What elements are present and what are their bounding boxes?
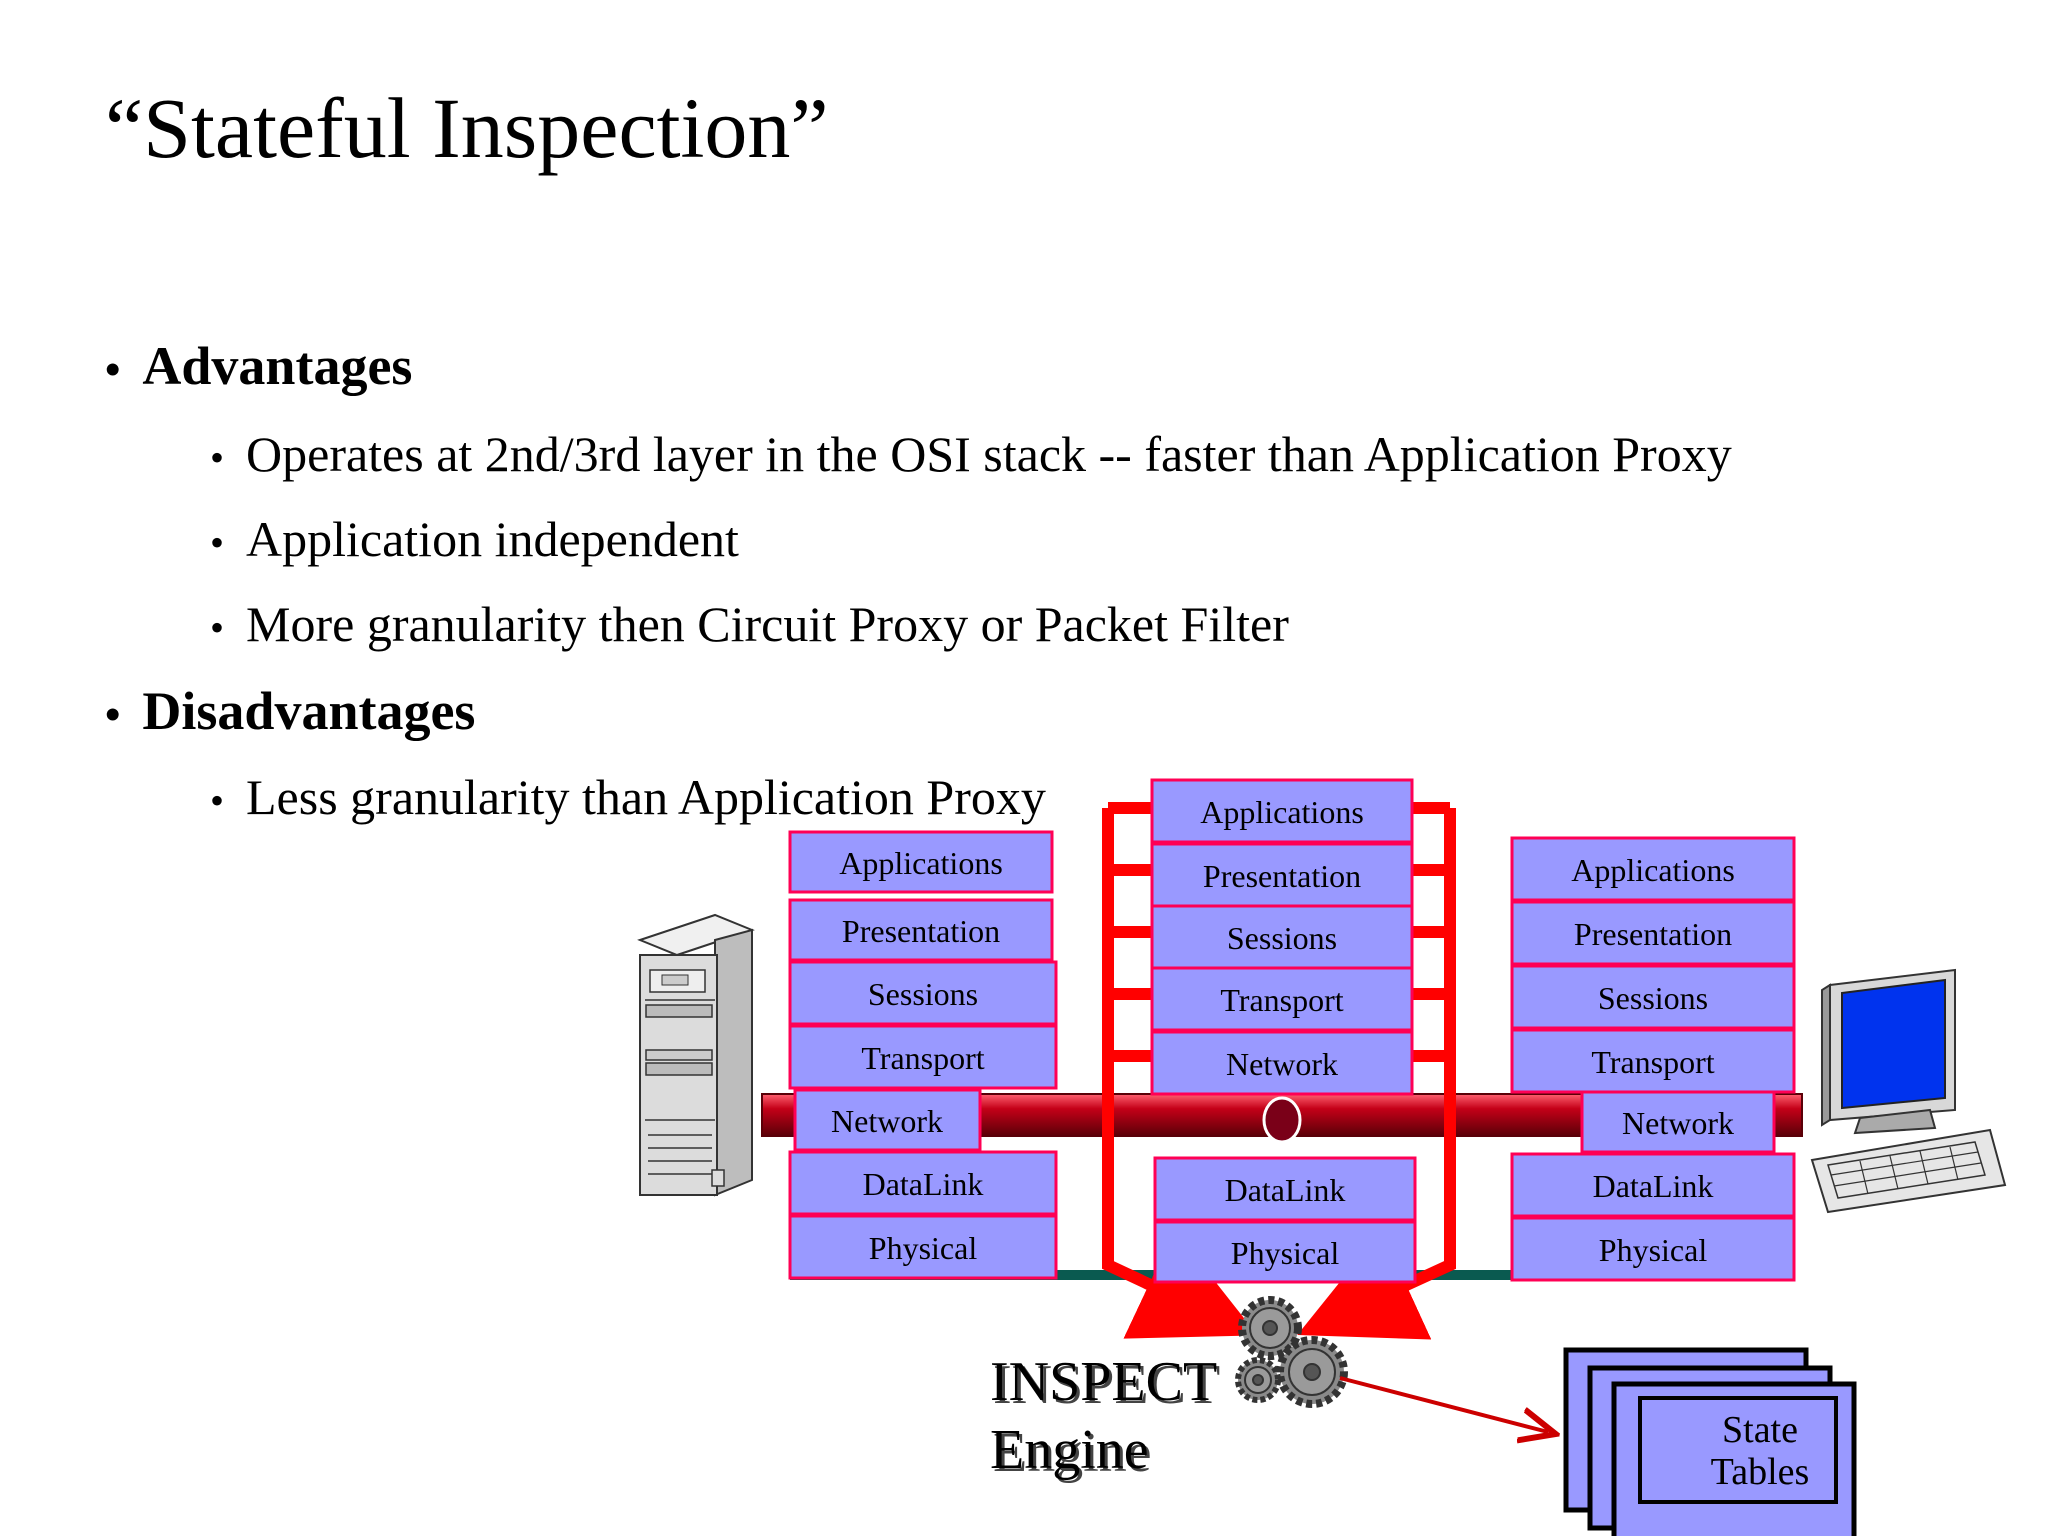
layer-label: DataLink xyxy=(1225,1172,1346,1208)
layer-box xyxy=(788,960,1058,1026)
sub-bullet: • More granularity then Circuit Proxy or… xyxy=(210,595,1289,653)
layer-label: Network xyxy=(831,1103,943,1139)
bullet-dot: • xyxy=(210,435,225,480)
layer-label: Applications xyxy=(1200,794,1364,830)
layer-label: Sessions xyxy=(1598,980,1708,1016)
bullet-label: Disadvantages xyxy=(142,681,476,741)
layer-box xyxy=(1510,836,1796,902)
bullet-dot: • xyxy=(210,778,225,823)
bullet-dot: • xyxy=(105,345,121,394)
right-osi-stack: Applications Presentation Sessions Trans… xyxy=(1510,836,1796,1282)
bullet-dot: • xyxy=(210,605,225,650)
layer-box xyxy=(1510,1028,1796,1094)
state-tables-label: Tables xyxy=(1711,1451,1810,1493)
sub-bullet-text: Less granularity than Application Proxy xyxy=(246,769,1046,825)
gears-icon xyxy=(1235,1296,1348,1408)
layer-label: Transport xyxy=(1591,1044,1714,1080)
layer-box xyxy=(1510,964,1796,1030)
layer-box xyxy=(788,898,1054,962)
layer-box xyxy=(788,1150,1058,1216)
engine-label: INSPECT xyxy=(990,1351,1217,1413)
layer-label: DataLink xyxy=(863,1166,984,1202)
inspection-path xyxy=(1102,802,1456,1340)
sub-bullet: • Operates at 2nd/3rd layer in the OSI s… xyxy=(210,425,1732,483)
layer-label: DataLink xyxy=(1593,1168,1714,1204)
layer-label: Presentation xyxy=(1203,858,1361,894)
bullet-disadvantages: • Disadvantages xyxy=(105,680,475,742)
layer-box xyxy=(1153,1220,1417,1284)
layer-label: Sessions xyxy=(868,976,978,1012)
layer-label: Applications xyxy=(1571,852,1735,888)
layer-label: Physical xyxy=(869,1230,978,1266)
layer-box xyxy=(1510,900,1796,966)
state-table-arrow xyxy=(1339,1376,1548,1432)
layer-label: Network xyxy=(1226,1046,1338,1082)
sub-bullet-text: Operates at 2nd/3rd layer in the OSI sta… xyxy=(246,426,1732,482)
layer-box xyxy=(788,1024,1058,1090)
sub-bullet: • Less granularity than Application Prox… xyxy=(210,768,1046,826)
layer-box xyxy=(1150,904,1414,970)
firewall-osi-stack: Applications Presentation Sessions Trans… xyxy=(1150,778,1417,1284)
engine-label: Engine xyxy=(990,1419,1149,1481)
layer-label: Transport xyxy=(1220,982,1343,1018)
bullet-dot: • xyxy=(105,690,121,739)
bullet-dot: • xyxy=(210,520,225,565)
layer-box xyxy=(1150,842,1414,908)
layer-box xyxy=(1150,966,1414,1032)
state-tables-label: State xyxy=(1722,1409,1798,1451)
layer-label: Presentation xyxy=(1574,916,1732,952)
bullet-label: Advantages xyxy=(142,336,413,396)
left-osi-stack: Applications Presentation Sessions Trans… xyxy=(788,830,1058,1280)
layer-box xyxy=(788,1214,1058,1280)
layer-box xyxy=(788,830,1054,894)
state-tables: State Tables xyxy=(1563,1347,1857,1536)
layer-box xyxy=(1580,1090,1776,1154)
layer-label: Transport xyxy=(861,1040,984,1076)
layer-label: Applications xyxy=(839,845,1003,881)
computer-icon xyxy=(1810,968,2007,1214)
bullet-advantages: • Advantages xyxy=(105,335,412,397)
layer-box xyxy=(1150,1030,1414,1096)
sub-bullet: • Application independent xyxy=(210,510,739,568)
engine-label-shadow: INSPECT xyxy=(993,1354,1220,1416)
sub-bullet-text: More granularity then Circuit Proxy or P… xyxy=(246,596,1289,652)
layer-box xyxy=(1510,1152,1796,1218)
slide-title: “Stateful Inspection” xyxy=(105,80,829,176)
layer-label: Physical xyxy=(1231,1235,1340,1271)
layer-label: Network xyxy=(1622,1105,1734,1141)
layer-box xyxy=(1150,778,1414,844)
sub-bullet-text: Application independent xyxy=(246,511,739,567)
layer-box xyxy=(1153,1156,1417,1222)
layer-box xyxy=(793,1088,982,1152)
layer-label: Physical xyxy=(1599,1232,1708,1268)
layer-label: Presentation xyxy=(842,913,1000,949)
pipe-knob xyxy=(1262,1096,1302,1144)
server-icon xyxy=(637,913,755,1197)
engine-label-shadow: Engine xyxy=(993,1422,1152,1484)
layer-label: Sessions xyxy=(1227,920,1337,956)
layer-box xyxy=(1510,1216,1796,1282)
